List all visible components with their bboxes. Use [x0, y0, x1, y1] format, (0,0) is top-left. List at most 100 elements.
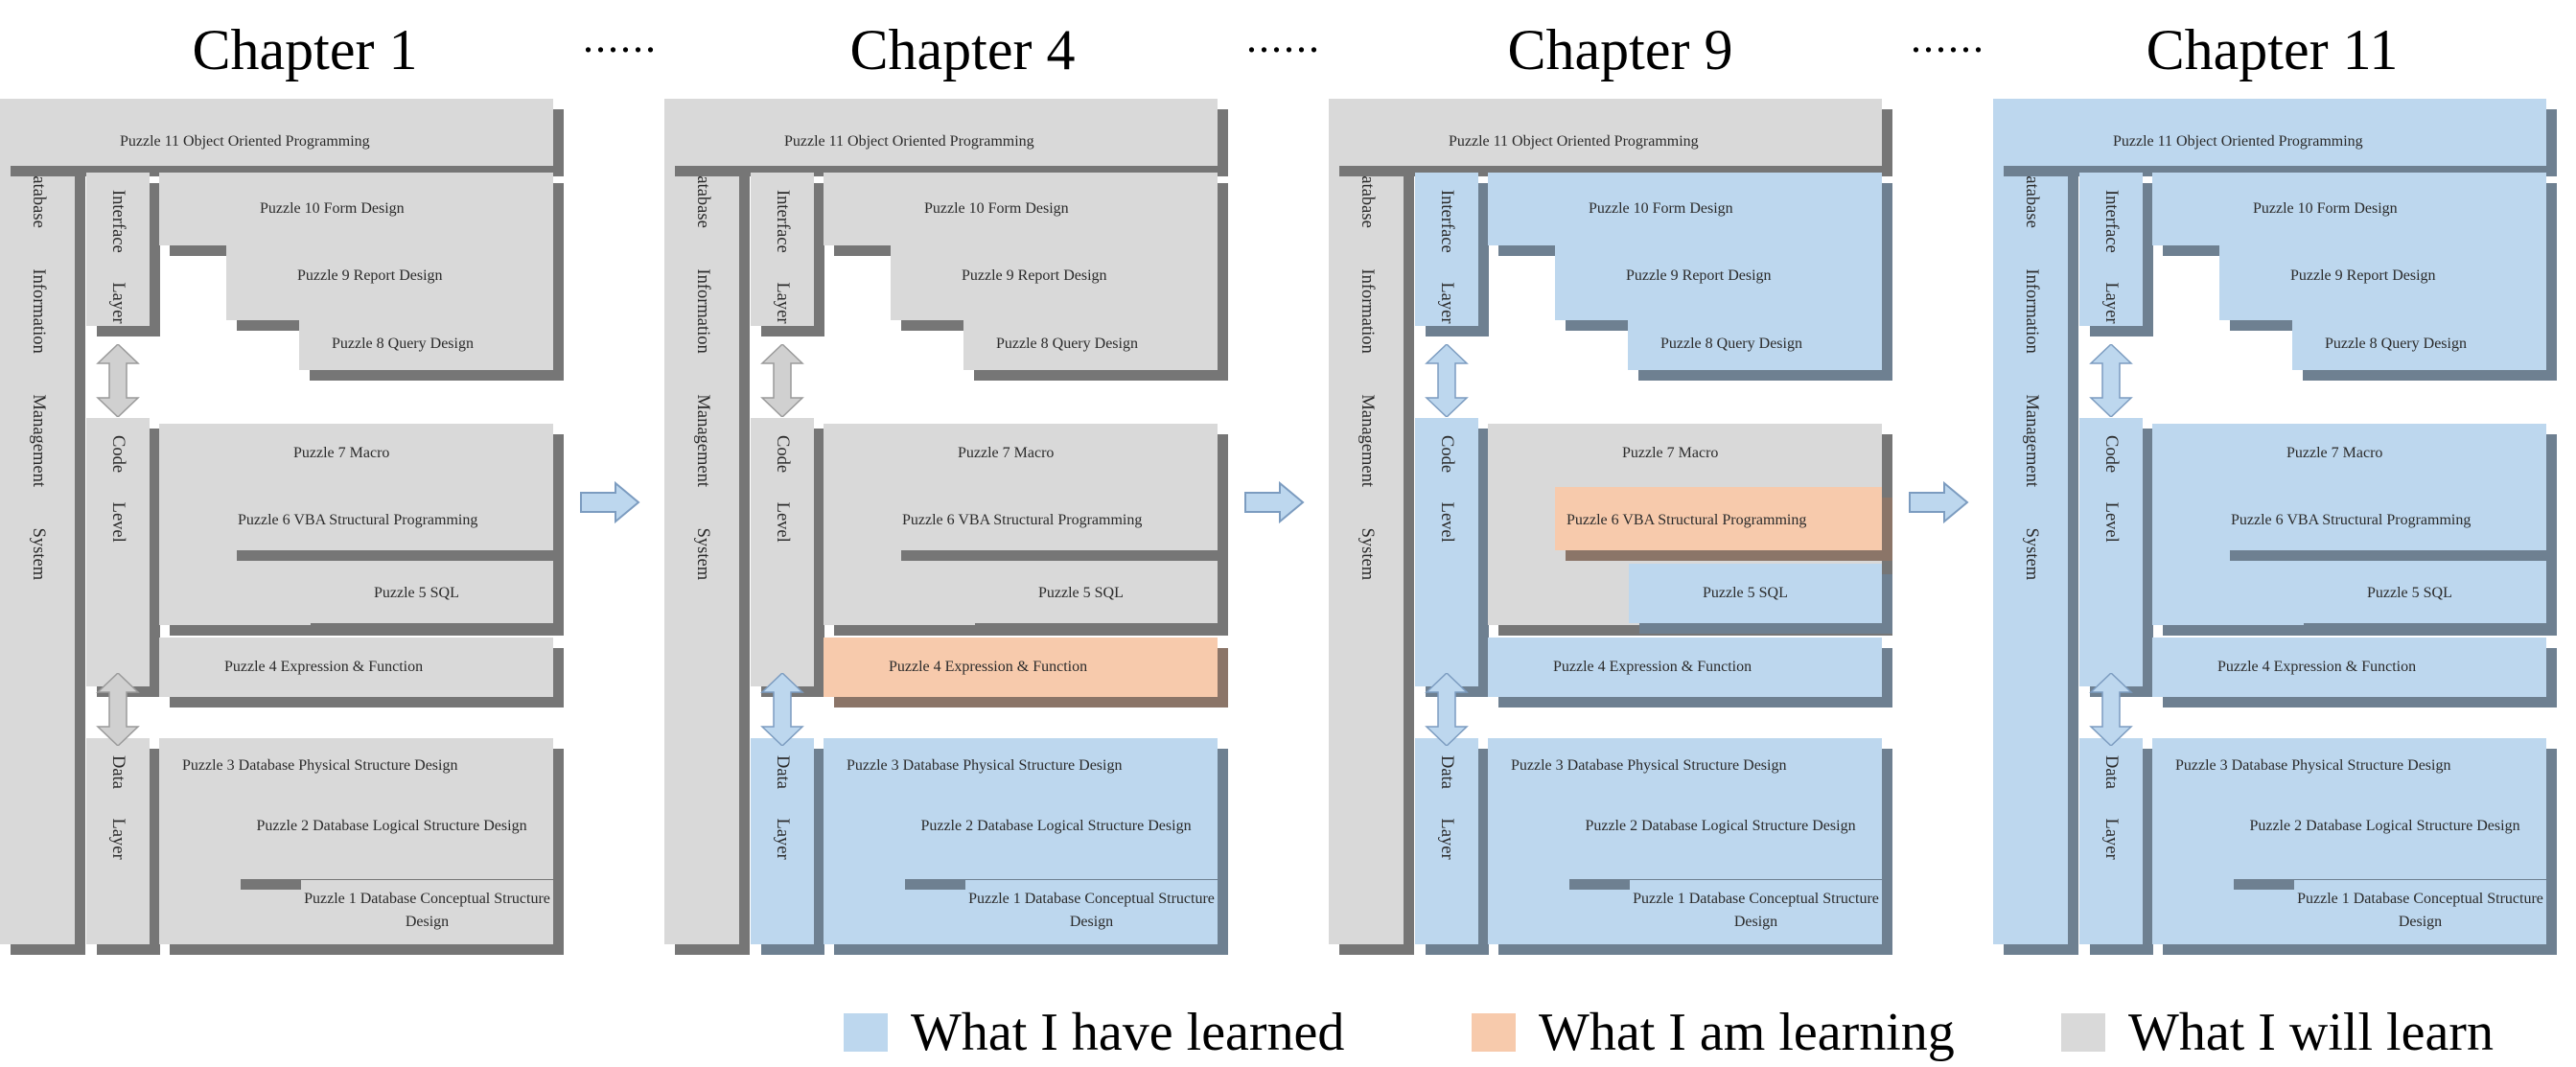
- block-p5: [1629, 564, 1882, 623]
- block-p10: [2152, 173, 2546, 245]
- block-p5: [300, 564, 553, 623]
- puzzle-label: Puzzle 10 Form Design: [260, 200, 405, 217]
- puzzle-label: Puzzle 2 Database Logical Structure Desi…: [2249, 818, 2520, 834]
- legend-label: What I will learn: [2128, 1003, 2494, 1062]
- puzzle-label: Puzzle 7 Macro: [293, 445, 390, 461]
- layer-label: Interface Layer: [108, 190, 128, 324]
- puzzle-label: Puzzle 8 Query Design: [2325, 336, 2467, 352]
- block-data: [751, 738, 814, 944]
- puzzle-label: Puzzle 5 SQL: [1038, 585, 1124, 601]
- block-interface: [751, 173, 814, 326]
- next-chapter-arrow: [1244, 481, 1305, 523]
- interface-code-arrow: [1425, 344, 1469, 417]
- puzzle-label: Puzzle 11 Object Oriented Programming: [2113, 133, 2363, 150]
- puzzle-label: Puzzle 7 Macro: [958, 445, 1055, 461]
- block-interface: [1415, 173, 1478, 326]
- puzzle-label: Puzzle 4 Expression & Function: [889, 659, 1088, 675]
- puzzle-label: Puzzle 10 Form Design: [2253, 200, 2398, 217]
- legend-label: What I have learned: [911, 1003, 1345, 1062]
- puzzle-label: Puzzle 9 Report Design: [1626, 267, 1772, 284]
- block-dims: [664, 99, 739, 944]
- ellipsis: ......: [1246, 14, 1321, 61]
- chapter-title: Chapter 4: [849, 18, 1076, 81]
- puzzle-label: Puzzle 1 Database Conceptual Structure D…: [968, 891, 1215, 930]
- block-p11: [1993, 99, 2546, 166]
- block-interface: [86, 173, 150, 326]
- block-p6: [1555, 487, 1882, 550]
- puzzle-label: Puzzle 5 SQL: [1703, 585, 1788, 601]
- puzzle-label: Puzzle 1 Database Conceptual Structure D…: [2297, 891, 2543, 930]
- block-code: [751, 418, 814, 686]
- legend-swatch: [2061, 1013, 2105, 1052]
- block-p1: [1630, 880, 1882, 944]
- block-data: [1415, 738, 1478, 944]
- puzzle-label: Puzzle 3 Database Physical Structure Des…: [2175, 757, 2451, 774]
- layer-label: Code Level: [1437, 435, 1456, 543]
- ellipsis: ......: [1911, 14, 1985, 61]
- puzzle-label: Puzzle 4 Expression & Function: [1553, 659, 1752, 675]
- legend-label: What I am learning: [1539, 1003, 1955, 1062]
- puzzle-label: Puzzle 10 Form Design: [924, 200, 1069, 217]
- puzzle-label: Puzzle 8 Query Design: [996, 336, 1138, 352]
- interface-code-arrow: [760, 344, 804, 417]
- puzzle-label: Puzzle 7 Macro: [1622, 445, 1719, 461]
- block-p2: [894, 807, 1218, 879]
- block-dims: [1329, 99, 1404, 944]
- block-data: [86, 738, 150, 944]
- block-code: [86, 418, 150, 686]
- legend-swatch: [1472, 1013, 1516, 1052]
- block-p8: [299, 320, 553, 370]
- block-p2: [1559, 807, 1882, 879]
- puzzle-label: Puzzle 6 VBA Structural Programming: [238, 512, 478, 528]
- block-p9: [1555, 245, 1882, 320]
- interface-code-arrow: [96, 344, 140, 417]
- layer-label: Code Level: [108, 435, 128, 543]
- interface-code-arrow: [2089, 344, 2133, 417]
- block-p6: [891, 487, 1218, 550]
- block-p9: [226, 245, 553, 320]
- block-interface: [2079, 173, 2143, 326]
- legend-swatch: [844, 1013, 888, 1052]
- puzzle-label: Puzzle 4 Expression & Function: [224, 659, 424, 675]
- puzzle-label: Puzzle 5 SQL: [374, 585, 459, 601]
- block-p8: [1628, 320, 1882, 370]
- code-data-arrow: [1425, 673, 1469, 746]
- block-p10: [159, 173, 553, 245]
- puzzle-label: Puzzle 10 Form Design: [1589, 200, 1733, 217]
- chapter-title: Chapter 11: [2146, 18, 2399, 81]
- code-data-arrow: [760, 673, 804, 746]
- block-p6: [226, 487, 553, 550]
- block-p1: [301, 880, 553, 944]
- block-p11: [1329, 99, 1882, 166]
- layer-label: Database Information Management System: [29, 163, 48, 581]
- block-p8: [2292, 320, 2546, 370]
- puzzle-label: Puzzle 8 Query Design: [1660, 336, 1802, 352]
- puzzle-label: Puzzle 5 SQL: [2367, 585, 2452, 601]
- block-p4: [824, 638, 1218, 697]
- puzzle-label: Puzzle 1 Database Conceptual Structure D…: [304, 891, 550, 930]
- block-p9: [891, 245, 1218, 320]
- layer-label: Interface Layer: [1437, 190, 1456, 324]
- layer-label: Database Information Management System: [2022, 163, 2041, 581]
- puzzle-label: Puzzle 3 Database Physical Structure Des…: [847, 757, 1123, 774]
- block-p11: [664, 99, 1218, 166]
- puzzle-label: Puzzle 2 Database Logical Structure Desi…: [256, 818, 527, 834]
- layer-label: Data Layer: [2101, 755, 2121, 860]
- block-code: [2079, 418, 2143, 686]
- layer-label: Data Layer: [1437, 755, 1456, 860]
- block-p1: [965, 880, 1218, 944]
- layer-label: Interface Layer: [773, 190, 792, 324]
- next-chapter-arrow: [1909, 481, 1969, 523]
- puzzle-label: Puzzle 3 Database Physical Structure Des…: [1511, 757, 1787, 774]
- block-p6: [2219, 487, 2546, 550]
- layer-label: Data Layer: [773, 755, 792, 860]
- layer-label: Code Level: [773, 435, 792, 543]
- puzzle-label: Puzzle 11 Object Oriented Programming: [1449, 133, 1699, 150]
- block-p4: [2152, 638, 2546, 697]
- block-p2: [230, 807, 553, 879]
- layer-label: Database Information Management System: [693, 163, 712, 581]
- chapter-title: Chapter 9: [1507, 18, 1733, 81]
